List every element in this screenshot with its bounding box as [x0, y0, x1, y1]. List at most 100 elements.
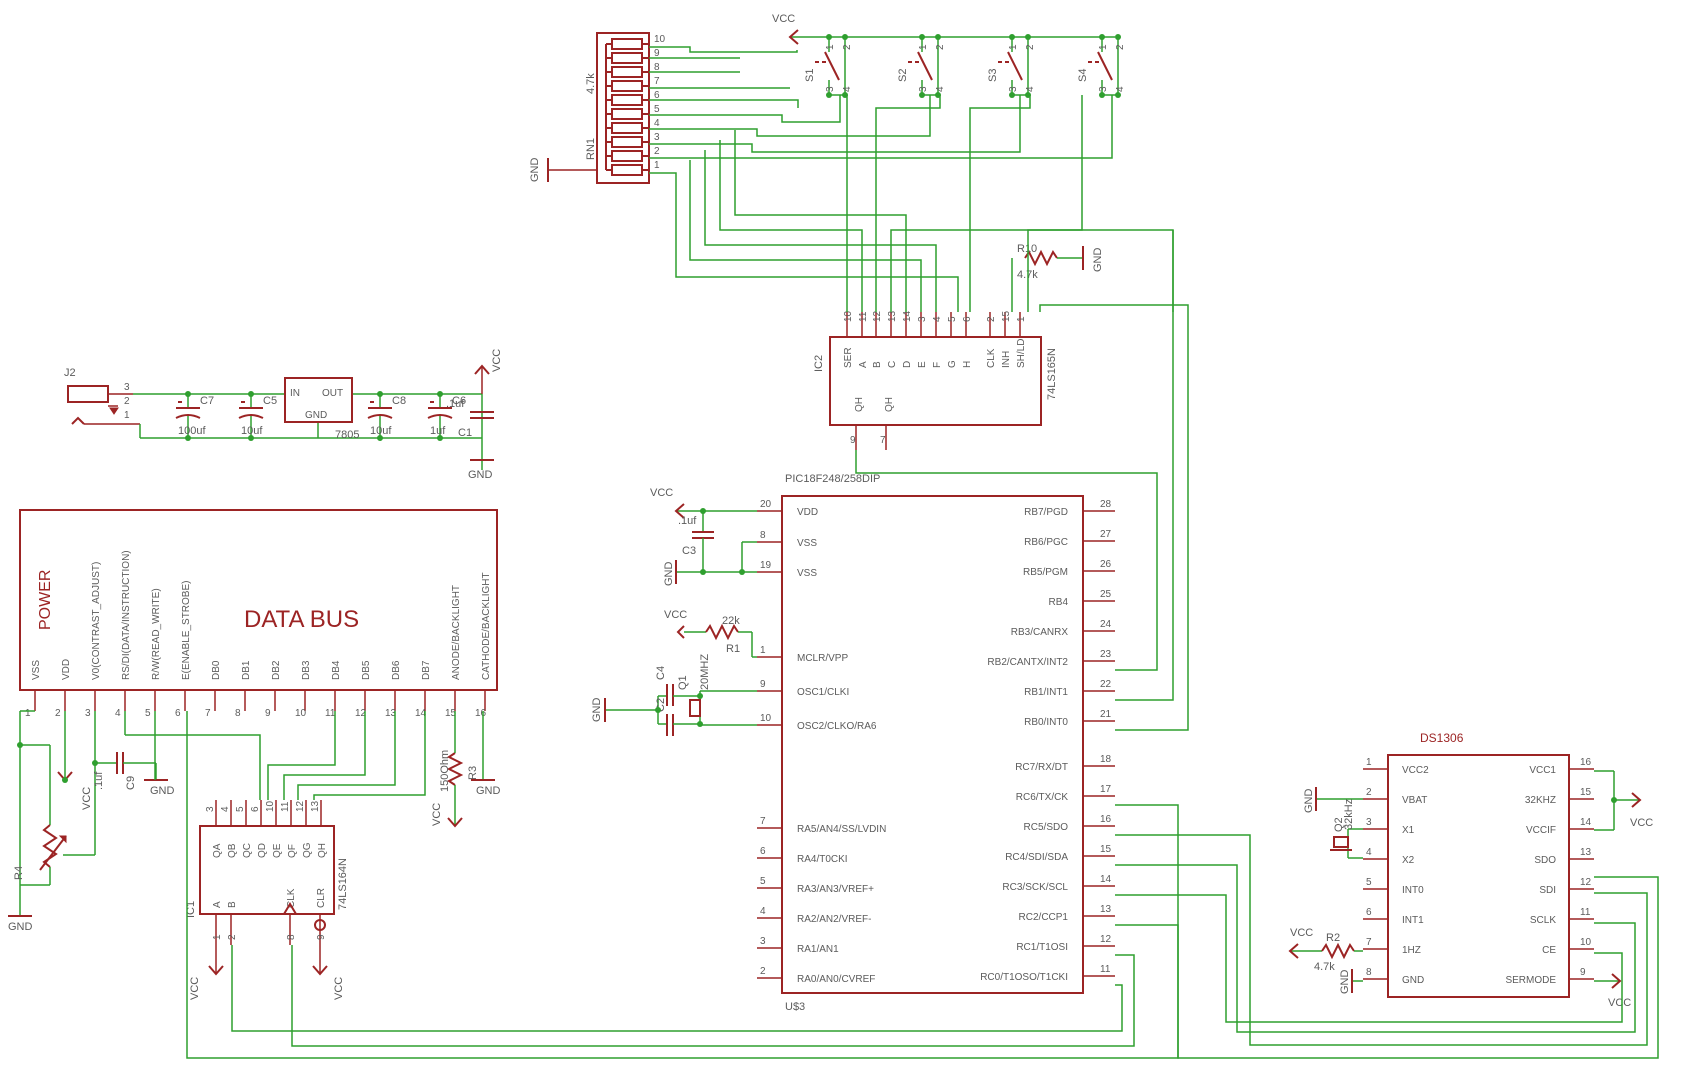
ds1306-pin-number: 7 [1366, 937, 1372, 948]
switch-pin-number: 1 [1008, 44, 1019, 50]
pic-pin-number: 19 [760, 560, 772, 571]
ic1-pin-name: QC [242, 843, 253, 858]
pic-pin-number: 18 [1100, 754, 1112, 765]
pic-pin-name: RB1/INT1 [1024, 687, 1068, 698]
switch-pin-number: 1 [918, 44, 929, 50]
ic1-pin-name: QE [272, 843, 283, 858]
rn1-name: RN1 [585, 138, 597, 160]
ds1306-pin-name: SDI [1539, 885, 1556, 896]
switch-pin-number: 4 [935, 86, 946, 92]
r1-value: 22k [722, 615, 740, 627]
pic-pin-name: RB7/PGD [1024, 507, 1068, 518]
rn1-resistor [611, 136, 643, 148]
q2-name: Q2 [1333, 817, 1345, 832]
junction-dot [919, 92, 925, 98]
junction-dot [248, 391, 254, 397]
ic1-pin-name: CLK [286, 888, 297, 908]
clk-edge-indicator [283, 902, 297, 915]
svg-text:9: 9 [850, 435, 856, 446]
reg-name: 7805 [335, 429, 359, 441]
ic2-pin-number: 12 [872, 310, 883, 322]
pic-pin-name: OSC1/CLKI [797, 687, 849, 698]
pic-pin-name: RB0/INT0 [1024, 717, 1068, 728]
pic-pin-number: 15 [1100, 844, 1112, 855]
ds1306-pin-number: 10 [1580, 937, 1592, 948]
pic-pin-number: 7 [760, 816, 766, 827]
pic-pin-number: 4 [760, 906, 766, 917]
ic2-part: 74LS165N [1046, 348, 1058, 400]
ic2-pin-number: 10 [843, 310, 854, 322]
pic-pin-number: 6 [760, 846, 766, 857]
ic2-pin-number: 4 [932, 316, 943, 322]
vcc-label: VCC [431, 803, 443, 826]
ds1306-pin-number: 9 [1580, 967, 1586, 978]
ds1306-pin-name: X2 [1402, 855, 1415, 866]
svg-text:QH: QH [884, 397, 895, 412]
lcd-module: POWER DATA BUS 1VSS2VDD3V0(CONTRAST_ADJU… [19, 509, 498, 719]
pic-pin-number: 21 [1100, 709, 1112, 720]
ic1-pin-number: 10 [265, 800, 276, 812]
pic-pin-number: 14 [1100, 874, 1112, 885]
ic2-pin-number: 13 [887, 310, 898, 322]
rn1-resistor [611, 122, 643, 134]
junction-dot [437, 435, 443, 441]
rn1-resistor [611, 108, 643, 120]
cap-name: C8 [392, 395, 406, 407]
pic-pin-number: 2 [760, 966, 766, 977]
switch-name: S4 [1077, 69, 1089, 82]
rn1-resistor [611, 38, 643, 50]
vcc-label: VCC [491, 349, 503, 372]
lcd-pin-number: 16 [475, 708, 487, 719]
ds1306-pin-number: 13 [1580, 847, 1592, 858]
switch-pin-number: 1 [825, 44, 836, 50]
lcd-pin-name: VDD [61, 659, 72, 680]
lcd-pin-number: 14 [415, 708, 427, 719]
gnd-label: GND [1303, 789, 1315, 814]
ds1306-pin-name: INT0 [1402, 885, 1424, 896]
svg-text:QH: QH [854, 397, 865, 412]
cap-value: .1uf [446, 398, 465, 410]
rn1-resistor [611, 164, 643, 176]
ic2-pin-number: 3 [917, 316, 928, 322]
gnd-label: GND [663, 562, 675, 587]
pic-pin-number: 3 [760, 936, 766, 947]
rn1-value: 4.7k [585, 73, 597, 94]
pic-pin-number: 12 [1100, 934, 1112, 945]
lcd-pin-number: 15 [445, 708, 457, 719]
ic1-pin-name: QA [212, 843, 223, 858]
pic-pin-name: RC3/SCK/SCL [1002, 882, 1068, 893]
ic2-pin-number: 5 [947, 316, 958, 322]
cap-name: C6 [452, 395, 466, 407]
ic1-pin-number: 3 [205, 806, 216, 812]
ds1306-pin-number: 15 [1580, 787, 1592, 798]
j2-name: J2 [64, 367, 76, 379]
rn1-resistor [611, 94, 643, 106]
switch-name: S2 [897, 69, 909, 82]
pic-pin-name: MCLR/VPP [797, 653, 848, 664]
pic-pin-number: 25 [1100, 589, 1112, 600]
wiring [17, 46, 1659, 1059]
ds1306-pin-number: 4 [1366, 847, 1372, 858]
gnd-label: GND [8, 921, 33, 933]
ds1306-pin-name: SCLK [1530, 915, 1556, 926]
pic-pin-name: RB6/PGC [1024, 537, 1068, 548]
switch-name: S3 [987, 69, 999, 82]
pic-pin-number: 10 [760, 713, 772, 724]
ic2-pin-number: 14 [902, 310, 913, 322]
clr-inversion-bubble [314, 919, 326, 931]
cap-plate [238, 414, 264, 419]
pic-pin-number: 22 [1100, 679, 1112, 690]
pic-pin-number: 27 [1100, 529, 1112, 540]
pic-pin-name: RA5/AN4/SS/LVDIN [797, 824, 886, 835]
ic2-pin-name: F [932, 362, 943, 368]
ic2-pin-name: E [917, 361, 928, 368]
pic-pin-name: OSC2/CLKO/RA6 [797, 721, 877, 732]
cap-name: C7 [200, 395, 214, 407]
ic2-pin-name: SH/LD [1016, 339, 1027, 368]
q1-name: Q1 [677, 675, 689, 690]
